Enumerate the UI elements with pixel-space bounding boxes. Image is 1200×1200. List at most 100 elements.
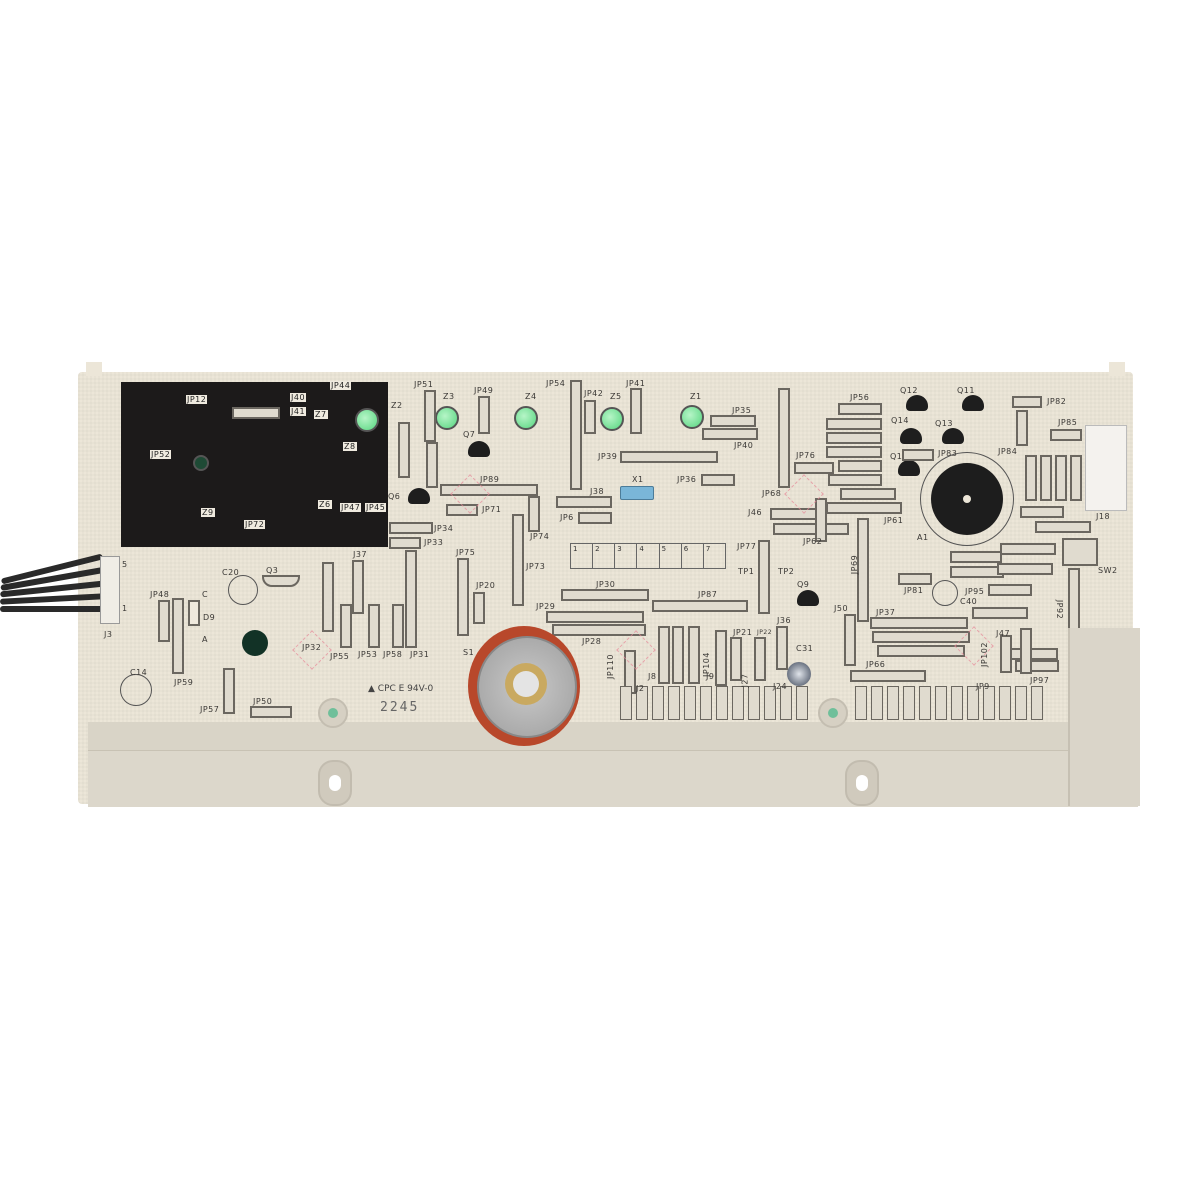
jumper-j6 [950,551,1002,563]
label-jp85: JP85 [1058,418,1078,427]
jumper-jp73 [512,514,524,606]
label-jp74: JP74 [530,532,550,541]
jumper-jp59 [172,598,184,674]
jumper-jp57 [223,668,235,714]
date-code: 2245 [380,700,420,715]
label-q6: Q6 [388,492,401,501]
jumper-jp86 [1040,455,1052,501]
jumper-jp81 [898,573,932,585]
label-q14: Q14 [891,416,909,425]
connector-j18 [1085,425,1127,511]
label-s1: S1 [463,648,475,657]
transistor-q1 [898,460,920,476]
jumper-jp68 [778,388,790,488]
label-jp77: JP77 [737,542,757,551]
label-j18: J18 [1096,512,1111,521]
label-jp59: JP59 [174,678,194,687]
label-j38: J38 [590,487,605,496]
j3-pin1-label: 1 [122,604,128,613]
label-jp39: JP39 [598,452,618,461]
segment-2: 2 [593,544,616,568]
jumper-j49 [840,488,896,500]
label-jp41: JP41 [626,379,646,388]
label-jp97: JP97 [1030,676,1050,685]
label-q12: Q12 [900,386,918,395]
segment-4: 4 [637,544,660,568]
label-jp33: JP33 [424,538,444,547]
diode-d9 [188,600,200,626]
label-c40: C40 [960,597,978,606]
label-c31: C31 [796,644,814,653]
label-j24: J24 [773,682,788,691]
label-tp2: TP2 [778,567,795,576]
label-jp68: JP68 [762,489,782,498]
led-z1 [680,405,704,429]
segment-6: 6 [682,544,704,568]
label-jp31: JP31 [410,650,430,659]
jumper-jp61 [826,502,902,514]
label-jp30: JP30 [596,580,616,589]
jumper-jp101 [1055,455,1067,501]
label-j36: J36 [777,616,792,625]
z8-label: Z8 [343,442,357,451]
jumper-jp77 [758,540,770,614]
label-q1: Q1 [890,452,903,461]
label-j9: J9 [706,672,715,681]
label-jp48: JP48 [150,590,170,599]
label-jp34: JP34 [434,524,454,533]
jumper-jp87 [652,600,748,612]
jumper-jp35 [710,415,756,427]
transistor-q9 [797,590,819,606]
label-jp57: JP57 [200,705,220,714]
label-sw2: SW2 [1098,566,1118,575]
label-jp76: JP76 [796,451,816,460]
jumper-jp102 [1000,635,1012,673]
label-jp62: JP62 [803,537,823,546]
jumper-jp48 [158,600,170,642]
j41-label: J41 [290,407,307,416]
j40-label: J40 [290,393,307,402]
jumper-jp76 [794,462,834,474]
label-jp69: JP69 [850,554,860,575]
label-jp55: JP55 [330,652,350,661]
flammability-marking: ▲ CPC E 94V-0 [368,684,434,694]
label-jp102: JP102 [979,642,989,667]
label-jp9: JP9 [976,682,990,691]
rotary-selector-shaft[interactable] [513,671,539,697]
label-q3: Q3 [266,566,279,575]
capacitor-c40 [932,580,958,606]
jumper-z2 [398,422,410,478]
jumper-j47 [1020,628,1032,674]
jumper-jp89 [440,484,538,496]
label-j27: J27 [740,673,750,688]
label-jp58: JP58 [383,650,403,659]
label-jp21: JP21 [733,628,753,637]
segment-3: 3 [615,544,638,568]
label-d9-c: C [202,590,209,599]
label-jp87: JP87 [698,590,718,599]
jp44-label: JP44 [330,381,352,390]
label-jp66: JP66 [866,660,886,669]
capacitor-c31 [787,662,811,686]
jumper-jp51 [424,390,436,442]
transistor-q13 [942,428,964,444]
label-jp84: JP84 [998,447,1018,456]
label-jp20: JP20 [476,581,496,590]
jumper-j36 [776,626,788,670]
buzzer-a1 [931,463,1003,535]
jumper-jp96 [1010,648,1058,660]
jumper-jp42 [584,400,596,434]
label-q13: Q13 [935,419,953,428]
jumper-jp55 [340,604,352,648]
jumper-jp53 [368,604,380,648]
jumper-jp56 [838,403,882,415]
header-pins-left [620,686,808,720]
jumper-jp6 [578,512,612,524]
label-jp81: JP81 [904,586,924,595]
jumper-jp32 [322,562,334,632]
label-j37: J37 [353,550,368,559]
jumper-jp41 [630,388,642,434]
led-z3 [435,406,459,430]
transistor-q7 [468,441,490,457]
label-z5: Z5 [610,392,622,401]
